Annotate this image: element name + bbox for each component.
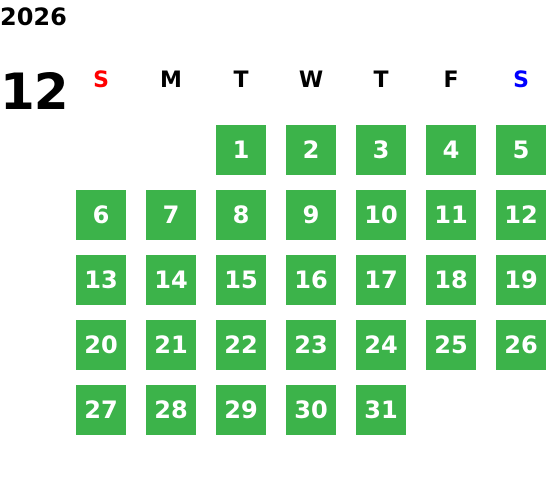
day-cell[interactable]: 11	[426, 190, 476, 240]
day-cell[interactable]: 22	[216, 320, 266, 370]
day-cell[interactable]: 4	[426, 125, 476, 175]
day-cell[interactable]: 7	[146, 190, 196, 240]
weekday-label: S	[513, 68, 529, 93]
day-cell[interactable]: 8	[216, 190, 266, 240]
day-cell[interactable]: 14	[146, 255, 196, 305]
day-cell[interactable]: 29	[216, 385, 266, 435]
day-cell[interactable]: 30	[286, 385, 336, 435]
day-cell[interactable]: 31	[356, 385, 406, 435]
day-cell[interactable]: 6	[76, 190, 126, 240]
day-cell[interactable]: 10	[356, 190, 406, 240]
day-cell[interactable]: 20	[76, 320, 126, 370]
day-cell[interactable]: 19	[496, 255, 546, 305]
month-label: 12	[0, 63, 69, 121]
day-cell[interactable]: 24	[356, 320, 406, 370]
day-cell[interactable]: 25	[426, 320, 476, 370]
day-cell[interactable]: 18	[426, 255, 476, 305]
day-cell[interactable]: 5	[496, 125, 546, 175]
day-cell[interactable]: 12	[496, 190, 546, 240]
weekday-label: W	[298, 68, 324, 93]
day-cell[interactable]: 3	[356, 125, 406, 175]
day-cell[interactable]: 28	[146, 385, 196, 435]
day-cell[interactable]: 26	[496, 320, 546, 370]
year-label: 2026	[0, 3, 67, 31]
day-cell[interactable]: 13	[76, 255, 126, 305]
day-cell[interactable]: 15	[216, 255, 266, 305]
day-cell[interactable]: 27	[76, 385, 126, 435]
weekday-label: S	[93, 68, 109, 93]
weekday-label: T	[373, 68, 389, 93]
weekday-label: F	[443, 68, 459, 93]
day-cell[interactable]: 21	[146, 320, 196, 370]
day-cell[interactable]: 9	[286, 190, 336, 240]
day-cell[interactable]: 2	[286, 125, 336, 175]
day-cell[interactable]: 16	[286, 255, 336, 305]
weekday-label: M	[160, 68, 182, 93]
day-cell[interactable]: 1	[216, 125, 266, 175]
weekday-label: T	[233, 68, 249, 93]
day-cell[interactable]: 17	[356, 255, 406, 305]
day-cell[interactable]: 23	[286, 320, 336, 370]
